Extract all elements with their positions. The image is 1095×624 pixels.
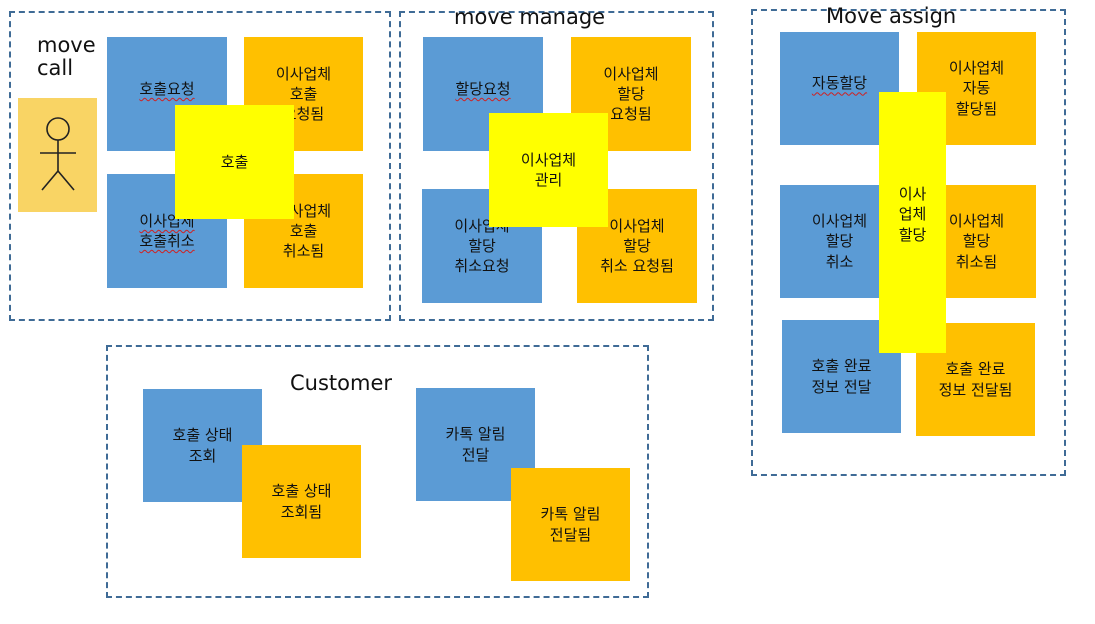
event-label: 이사업체 자동 할당됨 <box>948 59 1005 118</box>
customer-title: Customer <box>290 371 393 395</box>
event-label: 이사업체 할당 취소 요청됨 <box>600 216 674 276</box>
move-manage-title: move manage <box>454 5 606 29</box>
actor-sticky <box>18 98 97 212</box>
command-label: 카톡 알림 전달 <box>445 425 506 464</box>
aggregate-call: 호출 <box>175 105 294 219</box>
event-label: 카톡 알림 전달됨 <box>540 505 601 544</box>
aggregate-label: 호출 <box>220 152 249 171</box>
move-call-context <box>9 11 391 321</box>
command-label: 호출 상태 조회 <box>172 426 233 465</box>
command-label: 이사업체 할당 취소 <box>811 212 868 271</box>
event-label: 이사업체 할당 요청됨 <box>603 64 659 124</box>
customer-context <box>106 345 649 598</box>
move-call-title: move call <box>37 33 96 81</box>
move-assign-title: Move assign <box>826 4 957 28</box>
move-manage-context <box>399 11 714 321</box>
event-label: 이사업체 할당 취소됨 <box>948 212 1005 271</box>
aggregate-label: 이사 업체 할당 <box>898 185 927 244</box>
person-stick-figure-icon <box>39 117 76 191</box>
command-label: 호출요청 <box>139 79 195 98</box>
command-label: 할당요청 <box>455 79 511 98</box>
event-label: 호출 완료 정보 전달됨 <box>938 360 1013 399</box>
command-label: 자동할당 <box>811 74 868 93</box>
event-kakao-notified: 카톡 알림 전달됨 <box>511 468 630 581</box>
event-call-status-queried: 호출 상태 조회됨 <box>242 445 361 558</box>
event-label: 호출 상태 조회됨 <box>271 482 332 521</box>
aggregate-mover-assign: 이사 업체 할당 <box>879 92 946 353</box>
command-label: 호출 완료 정보 전달 <box>811 357 872 396</box>
event-call-cancelled: 이사업체 호출 취소됨 <box>244 174 363 288</box>
aggregate-label: 이사업체 관리 <box>520 150 577 189</box>
event-call-complete-info-sent: 호출 완료 정보 전달됨 <box>916 323 1035 436</box>
move-assign-context <box>751 9 1066 476</box>
aggregate-mover-manage: 이사업체 관리 <box>489 113 608 227</box>
